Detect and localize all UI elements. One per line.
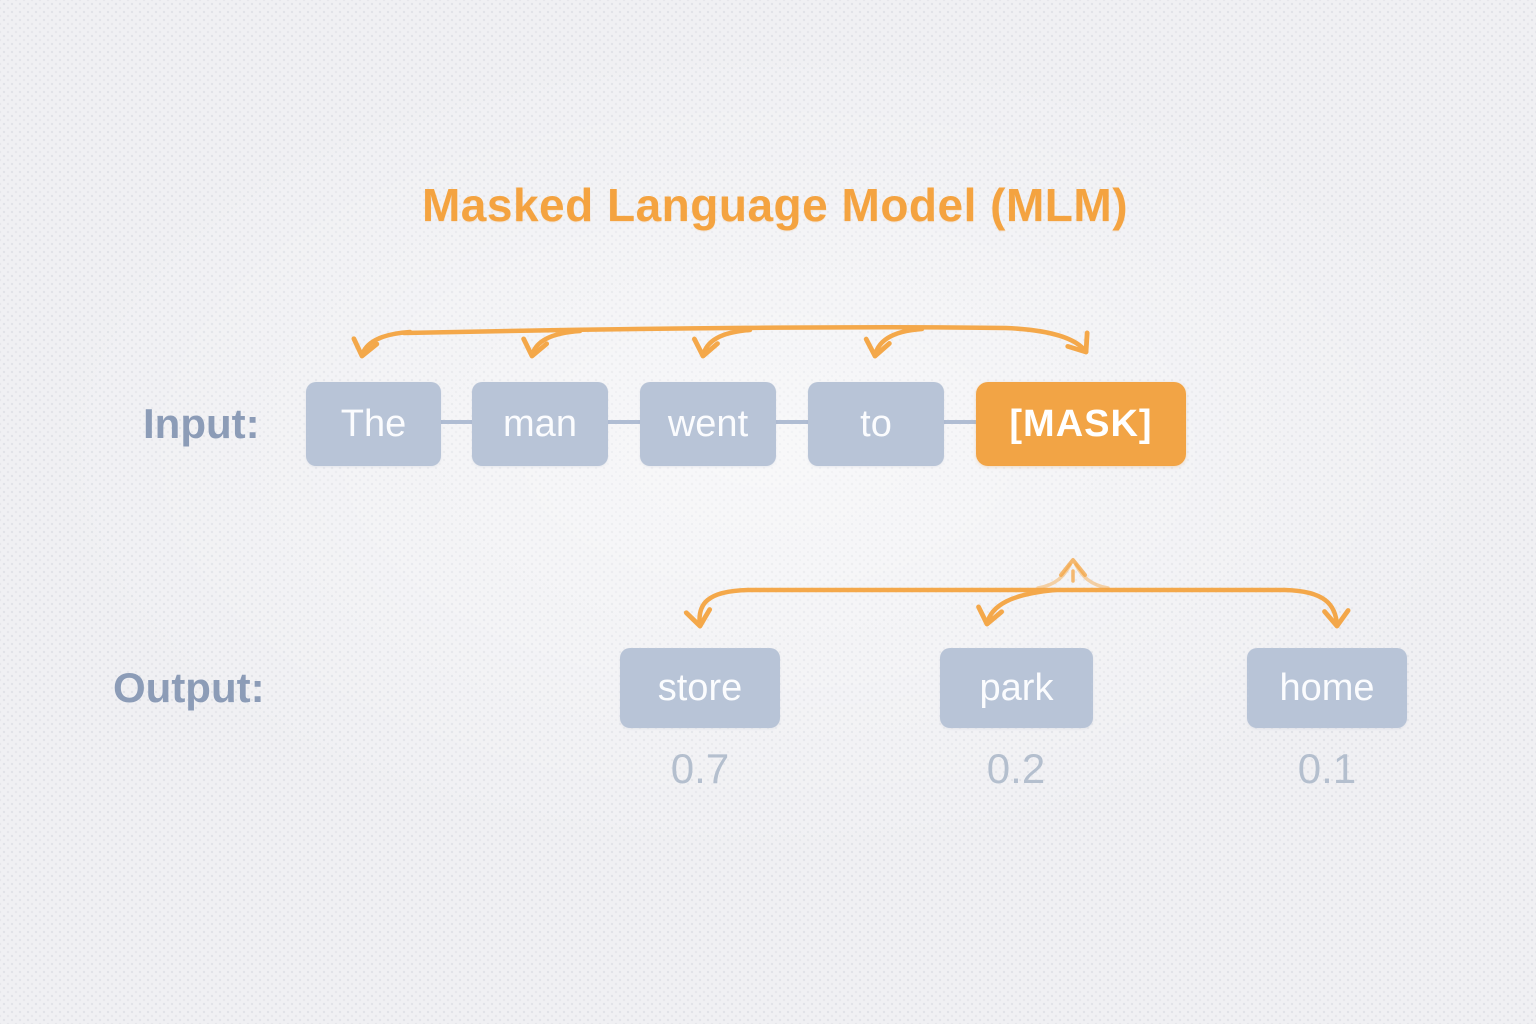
input-token-man: man bbox=[472, 382, 608, 466]
output-row-label: Output: bbox=[113, 664, 265, 711]
attention-arc-main-to-mask bbox=[401, 324, 1090, 355]
input-token-label: went bbox=[667, 402, 749, 445]
prediction-box-store: store bbox=[620, 648, 780, 728]
prediction-box-park: park bbox=[940, 648, 1093, 728]
mask-token-label: [MASK] bbox=[1009, 402, 1153, 445]
attention-arc-man bbox=[521, 328, 583, 359]
prediction-label: home bbox=[1279, 666, 1375, 709]
attention-arc-went bbox=[691, 327, 753, 359]
input-token-the: The bbox=[306, 382, 441, 466]
mask-token-box: [MASK] bbox=[976, 382, 1186, 466]
output-branch-park bbox=[976, 587, 1058, 627]
input-token-label: The bbox=[340, 402, 407, 445]
prediction-label: park bbox=[979, 666, 1054, 709]
probability-store: 0.7 bbox=[670, 745, 730, 792]
prediction-box-home: home bbox=[1247, 648, 1407, 728]
probability-park: 0.2 bbox=[986, 745, 1046, 792]
prediction-label: store bbox=[657, 666, 743, 709]
input-token-label: man bbox=[503, 402, 577, 445]
probability-home: 0.1 bbox=[1297, 745, 1357, 792]
input-token-label: to bbox=[860, 402, 892, 445]
attention-arcs bbox=[351, 324, 1090, 359]
output-branch-store-home bbox=[683, 587, 1351, 629]
input-row-label: Input: bbox=[143, 400, 260, 447]
input-token-to: to bbox=[808, 382, 944, 466]
diagram-title: Masked Language Model (MLM) bbox=[421, 179, 1129, 231]
branch-origin-peak-icon bbox=[1036, 558, 1110, 590]
input-token-went: went bbox=[640, 382, 776, 466]
attention-arc-the bbox=[351, 329, 413, 359]
attention-arc-to bbox=[863, 326, 925, 359]
output-branch-arrows bbox=[683, 587, 1351, 629]
